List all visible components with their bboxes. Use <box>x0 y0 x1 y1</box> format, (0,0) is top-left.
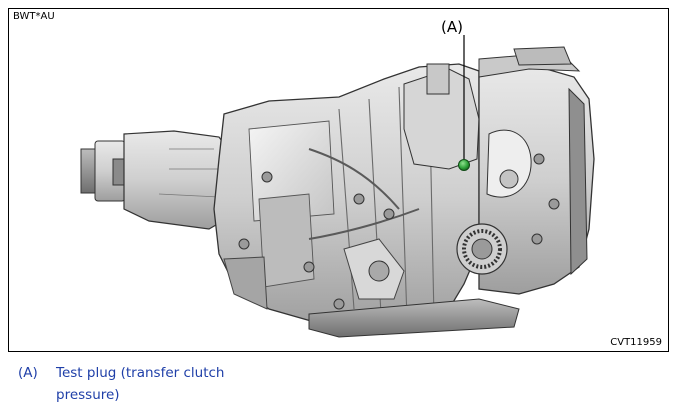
figure-frame: BWT*AU (A) <box>8 8 669 352</box>
figure-code: BWT*AU <box>13 11 55 22</box>
differential-gear <box>456 223 508 275</box>
legend-text-a: Test plug (transfer clutch pressure) <box>56 365 225 403</box>
valve-body-cover <box>403 63 480 170</box>
legend-key-a: (A) <box>18 365 38 381</box>
test-plug-marker <box>458 159 470 171</box>
transmission-illustration <box>80 35 595 338</box>
torque-converter-housing <box>478 46 595 295</box>
figure-id: CVT11959 <box>610 337 662 348</box>
callout-label-a: (A) <box>441 18 463 36</box>
oil-pan <box>308 298 520 338</box>
